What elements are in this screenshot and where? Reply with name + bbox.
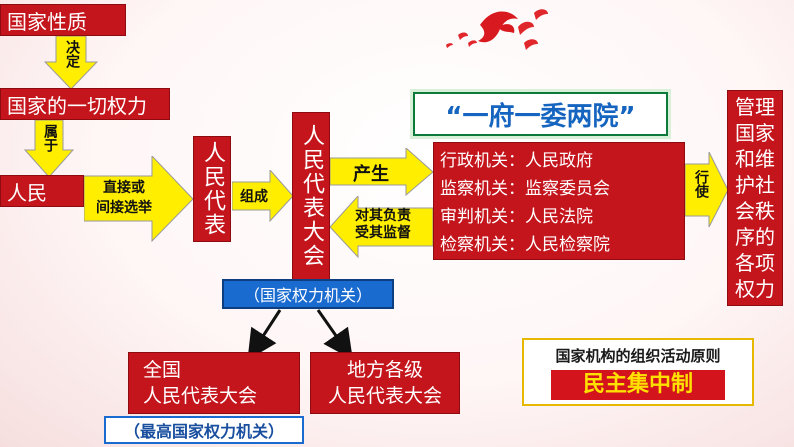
organ-administrative: 行政机关：人民政府: [440, 151, 593, 171]
exercise-label: 行使: [693, 170, 709, 198]
state-nature-box: 国家性质: [0, 4, 126, 36]
elect-line-2: 间接选举: [96, 200, 152, 216]
all-power-box: 国家的一切权力: [0, 88, 170, 120]
belongs-label: 属于: [42, 124, 58, 152]
duties-label: 管理国家和维护社会秩序的各项权力: [735, 95, 775, 301]
representatives-box: 人民代表: [193, 136, 231, 242]
yifu-title-box: “一府一委两院”: [413, 92, 668, 136]
representatives-label: 人民代表: [200, 141, 225, 237]
decides-arrow: [44, 36, 98, 90]
principle-title: 国家机构的组织活动原则: [555, 346, 721, 365]
elect-line-1: 直接或: [103, 180, 145, 196]
national-role-label: （最高国家权力机关）: [123, 422, 284, 441]
npc-label: 人民代表大会: [299, 124, 324, 268]
yifu-title: “一府一委两院”: [445, 101, 636, 132]
elect-label: 直接或 间接选举: [86, 178, 162, 218]
branch-arrows: [247, 309, 353, 358]
national-role-badge: （最高国家权力机关）: [104, 416, 304, 444]
organ-judicial: 审判机关：人民法院: [440, 207, 593, 227]
produce-label: 产生: [353, 164, 389, 185]
local-npc-line-2: 人民代表大会: [327, 385, 442, 407]
people-box: 人民: [0, 175, 84, 207]
accountable-label: 对其负责 受其监督: [348, 208, 418, 242]
belongs-arrow: [24, 120, 74, 178]
elect-arrow: [84, 156, 194, 242]
decides-label: 决定: [64, 40, 80, 68]
compose-arrow: [232, 170, 294, 222]
organ-procuratorial: 检察机关：人民检察院: [440, 235, 610, 255]
state-nature-label: 国家性质: [7, 9, 87, 34]
doves-icon: [446, 9, 548, 50]
people-label: 人民: [7, 180, 47, 205]
npc-role-badge: （国家权力机关）: [222, 279, 394, 309]
produce-arrow: [330, 148, 434, 196]
exercise-arrow: [685, 152, 729, 228]
organs-box: 行政机关：人民政府 监察机关：监察委员会 审判机关：人民法院 检察机关：人民检察…: [433, 142, 685, 260]
principle-box: 国家机构的组织活动原则 民主集中制: [522, 338, 754, 406]
local-npc-line-1: 地方各级: [346, 359, 423, 381]
accountable-line-2: 受其监督: [355, 225, 411, 241]
compose-label: 组成: [240, 189, 268, 205]
all-power-label: 国家的一切权力: [7, 93, 147, 118]
accountable-line-1: 对其负责: [355, 208, 411, 224]
national-npc-box: 全国 人民代表大会: [128, 352, 300, 414]
local-npc-box: 地方各级 人民代表大会: [310, 352, 460, 414]
national-npc-line-1: 全国: [143, 359, 182, 381]
duties-box: 管理国家和维护社会秩序的各项权力: [727, 90, 783, 306]
national-npc-line-2: 人民代表大会: [143, 385, 258, 407]
npc-role-label: （国家权力机关）: [243, 286, 372, 305]
npc-box: 人民代表大会: [292, 112, 330, 280]
organ-supervisory: 监察机关：监察委员会: [440, 179, 610, 199]
principle-name: 民主集中制: [550, 369, 725, 400]
